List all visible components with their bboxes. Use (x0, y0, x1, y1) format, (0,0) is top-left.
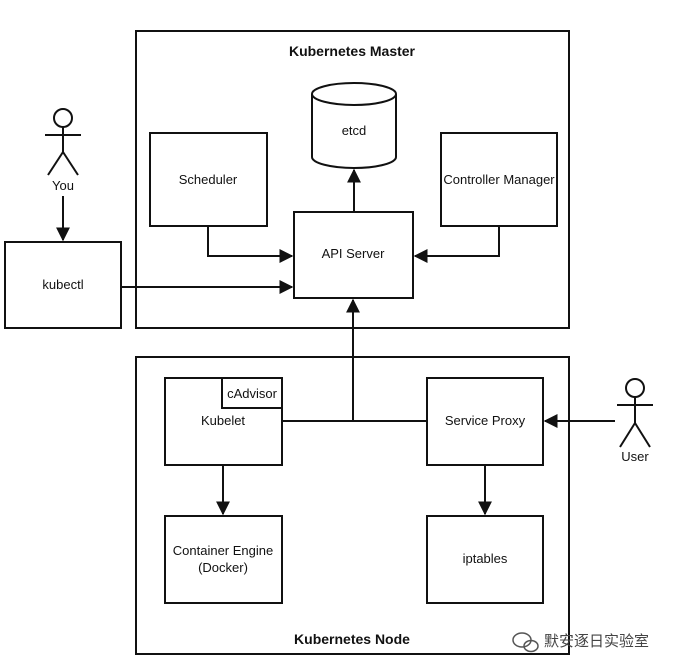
kubernetes-master-title: Kubernetes Master (289, 43, 416, 59)
container-engine-box (164, 515, 283, 604)
edge-scheduler-to-api-server (207, 226, 294, 263)
kubectl-label: kubectl (42, 277, 83, 292)
controller-manager-label: Controller Manager (443, 172, 555, 187)
api-server-label: API Server (322, 246, 386, 261)
kubelet-label: Kubelet (201, 413, 245, 428)
kubectl-box (4, 241, 122, 329)
you-label: You (52, 178, 74, 193)
container-engine-label-line1: Container Engine (173, 543, 273, 558)
user-actor-icon (617, 378, 653, 448)
scheduler-box (149, 132, 268, 227)
edge-controller-manager-to-api-server (413, 226, 500, 263)
iptables-box (426, 515, 544, 604)
kubernetes-node-title: Kubernetes Node (294, 631, 410, 647)
etcd-label: etcd (342, 123, 367, 138)
iptables-label: iptables (463, 551, 508, 566)
service-proxy-label: Service Proxy (445, 413, 526, 428)
user-label: User (621, 449, 649, 464)
container-engine-label-line2: (Docker) (198, 560, 248, 575)
watermark: 默安逐日实验室 (512, 632, 649, 653)
cadvisor-box (221, 377, 283, 409)
etcd-database: etcd (311, 82, 397, 169)
wechat-icon (512, 632, 539, 653)
controller-manager-box (440, 132, 558, 227)
cadvisor-label: cAdvisor (227, 386, 278, 401)
watermark-text: 默安逐日实验室 (544, 632, 649, 650)
api-server-box (293, 211, 414, 299)
scheduler-label: Scheduler (179, 172, 238, 187)
you-actor-icon (45, 108, 81, 176)
